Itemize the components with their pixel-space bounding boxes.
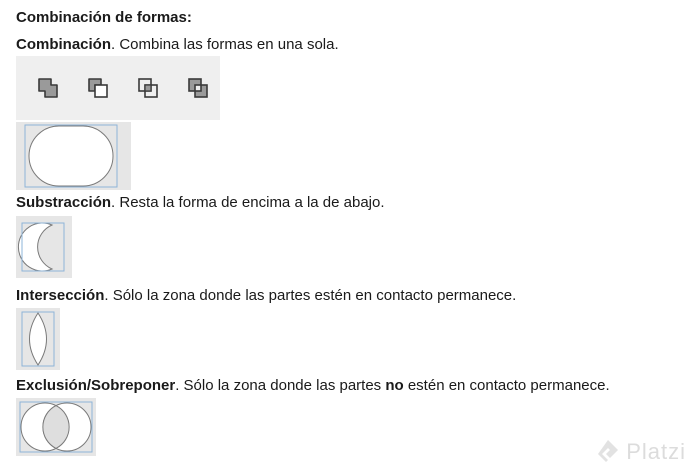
subtract-shapes-icon [88,78,108,98]
intersect-title: Intersección [16,287,105,304]
subtract-title: Substracción [16,194,112,211]
union-description: Combinación. Combina las formas en una s… [16,36,339,54]
subtract-description: Substracción. Resta la forma de encima a… [16,194,385,212]
intersect-shapes-button[interactable] [134,74,164,104]
intersect-text: . Sólo la zona donde las partes estén en… [104,287,517,304]
exclude-shape-illustration [19,401,93,453]
subtract-shape-illustration [17,222,65,272]
union-shape-illustration [24,124,118,188]
exclude-title: Exclusión/Sobreponer [16,377,176,394]
union-example [16,122,131,190]
intersect-shapes-icon [138,78,158,98]
intersect-description: Intersección. Sólo la zona donde las par… [16,287,516,305]
shape-operations-toolbar [16,56,220,120]
union-title: Combinación [16,36,112,53]
subtract-text: . Resta la forma de encima a la de abajo… [111,194,385,211]
combine-shapes-button[interactable] [34,74,64,104]
exclude-shapes-button[interactable] [184,74,214,104]
combine-shapes-icon [38,78,58,98]
exclude-shapes-icon [188,78,208,98]
section-heading: Combinación de formas: [16,9,192,26]
intersect-shape-illustration [21,311,55,367]
platzi-watermark: Platzi [596,438,686,466]
platzi-logo-icon [598,440,619,462]
exclude-text-after: estén en contacto permanece. [403,377,610,394]
subtract-shapes-button[interactable] [84,74,114,104]
exclude-example [16,398,96,456]
subtract-example [16,216,72,278]
intersect-example [16,308,60,370]
union-text: . Combina las formas en una sola. [111,36,339,53]
exclude-emphasis: no [385,377,404,394]
exclude-text-before: . Sólo la zona donde las partes [175,377,386,394]
watermark-brand: Platzi [626,439,686,464]
exclude-description: Exclusión/Sobreponer. Sólo la zona donde… [16,377,610,395]
